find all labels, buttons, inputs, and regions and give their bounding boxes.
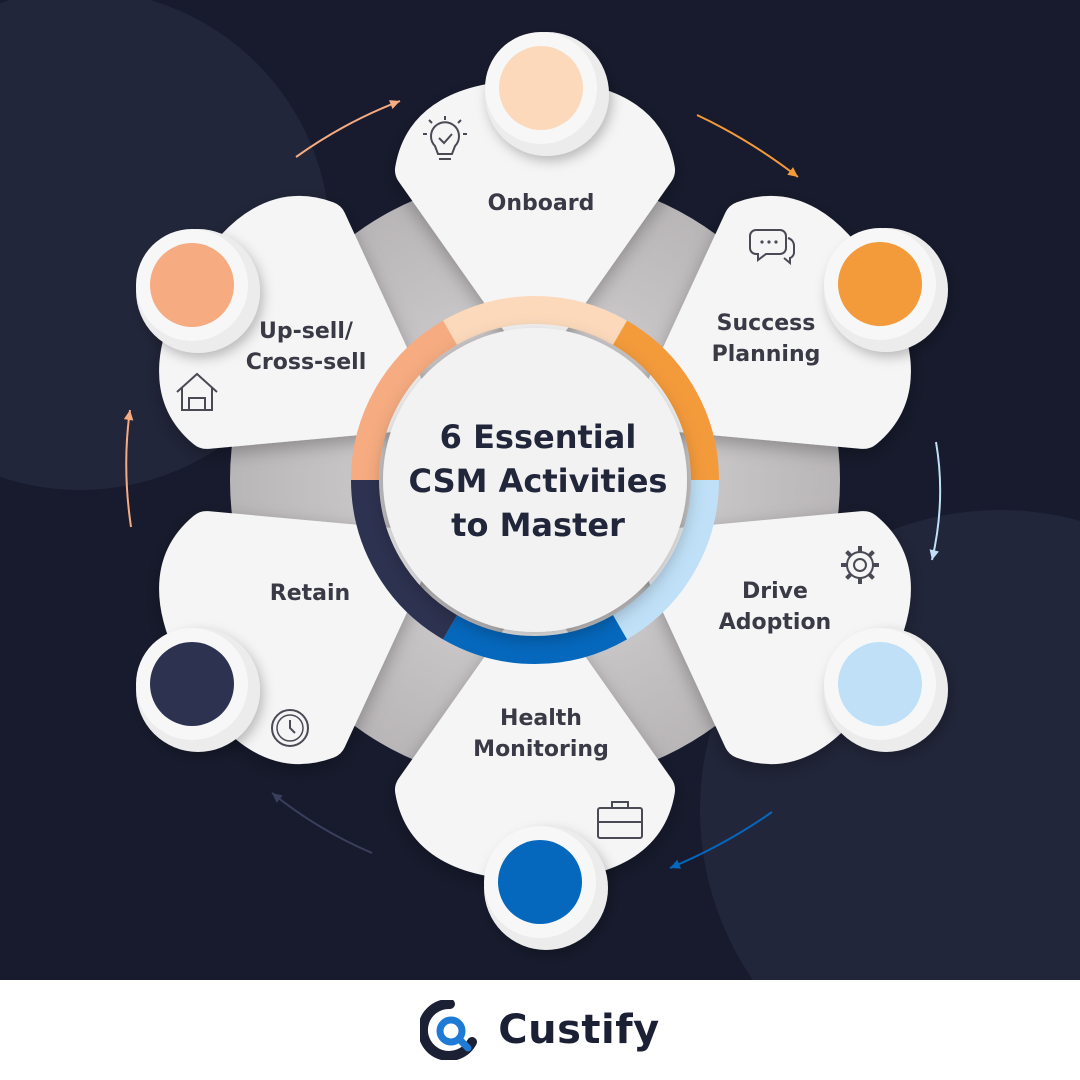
cycle-arrow xyxy=(669,811,773,869)
color-dot xyxy=(838,242,922,326)
brand: Custify xyxy=(420,1000,659,1060)
cycle-diagram: OnboardSuccessPlanningDriveAdoptionHealt… xyxy=(0,0,1080,980)
cycle-arrows xyxy=(123,100,942,869)
color-bubble-success-planning xyxy=(824,228,948,352)
activity-label-success-planning-line-2: Planning xyxy=(712,342,821,367)
inner-color-ring xyxy=(351,296,719,664)
chat-icon xyxy=(749,229,795,266)
ring-segment-health-monitoring xyxy=(443,614,627,664)
cycle-arrow xyxy=(123,409,134,528)
gear-icon xyxy=(841,546,879,584)
activity-card-upsell-cross-sell: Up-sell/Cross-sell xyxy=(136,196,434,449)
activity-label-upsell-cross-sell-line-2: Cross-sell xyxy=(246,350,367,375)
ring-segment-success-planning xyxy=(612,320,719,481)
cycle-arrow xyxy=(929,441,942,561)
activity-label-retain-line-1: Retain xyxy=(270,581,350,606)
activity-card-retain: Retain xyxy=(136,511,434,764)
center-disk xyxy=(383,328,687,632)
center-title-line-3: to Master xyxy=(451,506,625,544)
briefcase-icon xyxy=(597,801,643,839)
ring-segment-upsell-cross-sell xyxy=(351,320,458,481)
activity-label-health-monitoring-line-2: Monitoring xyxy=(473,737,609,762)
activity-label-onboard-line-1: Onboard xyxy=(488,191,595,216)
color-bubble-upsell-cross-sell xyxy=(136,229,260,353)
activity-label-upsell-cross-sell-line-1: Up-sell/ xyxy=(259,319,354,344)
activity-label-success-planning-line-1: Success xyxy=(717,311,816,336)
lightbulb-icon xyxy=(423,116,467,160)
activity-card-onboard: Onboard xyxy=(395,32,675,360)
color-dot xyxy=(498,840,582,924)
ring-segment-onboard xyxy=(443,296,627,346)
cycle-arrow xyxy=(295,100,401,158)
cycle-arrow xyxy=(696,114,799,178)
center-title-line-1: 6 Essential xyxy=(440,418,637,456)
house-icon xyxy=(176,372,218,411)
custify-logo-icon xyxy=(420,1000,478,1060)
color-bubble-health-monitoring xyxy=(484,826,608,950)
ring-segment-drive-adoption xyxy=(612,479,719,640)
clock-icon xyxy=(271,709,309,747)
cycle-arrow xyxy=(271,792,373,854)
color-dot xyxy=(150,243,234,327)
activity-label-drive-adoption-line-2: Adoption xyxy=(719,610,831,635)
color-dot xyxy=(150,642,234,726)
ring-segment-retain xyxy=(351,479,458,640)
brand-name: Custify xyxy=(498,1007,660,1053)
activity-cards: OnboardSuccessPlanningDriveAdoptionHealt… xyxy=(136,32,948,950)
color-dot xyxy=(499,46,583,130)
color-bubble-drive-adoption xyxy=(824,628,948,752)
footer: Custify xyxy=(0,980,1080,1080)
color-dot xyxy=(838,642,922,726)
color-bubble-onboard xyxy=(485,32,609,156)
color-bubble-retain xyxy=(136,628,260,752)
activity-label-drive-adoption-line-1: Drive xyxy=(742,579,808,604)
activity-label-health-monitoring-line-1: Health xyxy=(500,706,582,731)
center-title-line-2: CSM Activities xyxy=(409,462,668,500)
